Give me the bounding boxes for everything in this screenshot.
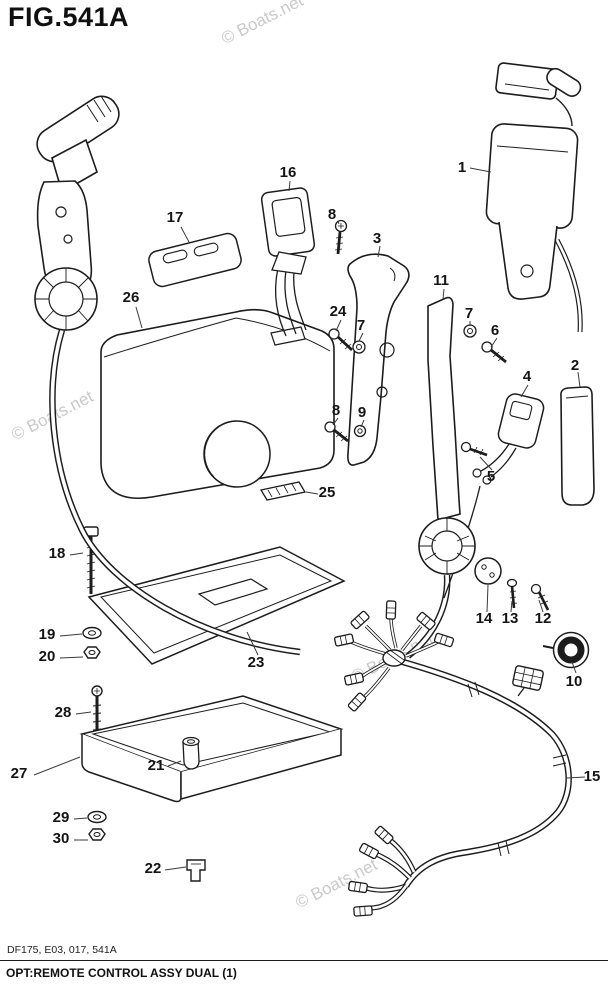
washer-7-right — [463, 324, 477, 338]
screw-5 — [460, 441, 488, 457]
part-label-7b: 7 — [465, 305, 473, 322]
washer-9 — [353, 424, 367, 438]
screw-12 — [530, 583, 550, 611]
part-label-24: 24 — [330, 303, 347, 320]
handle-grip-2 — [560, 386, 595, 506]
part-label-29: 29 — [53, 809, 70, 826]
part-label-8b: 8 — [332, 402, 340, 419]
part-label-16: 16 — [280, 164, 297, 181]
screw-8-mid — [324, 421, 349, 443]
part-label-13: 13 — [502, 610, 519, 627]
clip-25 — [259, 481, 307, 501]
washer-19 — [82, 626, 102, 640]
part-label-23: 23 — [248, 654, 265, 671]
lever-post-21 — [182, 736, 200, 770]
part-label-19: 19 — [39, 626, 56, 643]
nut-30 — [88, 828, 106, 841]
clip-22 — [186, 859, 206, 882]
screw-8-top — [334, 219, 348, 255]
round-knob-10 — [542, 631, 590, 669]
part-label-6: 6 — [491, 322, 499, 339]
switch-16-leads — [274, 267, 307, 337]
figure-caption: OPT:REMOTE CONTROL ASSY DUAL (1) — [6, 966, 237, 980]
control-cover — [100, 308, 335, 500]
part-label-11: 11 — [433, 272, 449, 289]
part-label-20: 20 — [39, 648, 56, 665]
part-label-14: 14 — [476, 610, 493, 627]
part-label-5: 5 — [487, 468, 495, 485]
part-label-15: 15 — [584, 768, 601, 785]
disc-14 — [474, 557, 502, 585]
part-label-27: 27 — [11, 765, 28, 782]
washer-29 — [87, 810, 107, 824]
screw-6 — [481, 341, 507, 364]
part-label-30: 30 — [53, 830, 70, 847]
figure-title: FIG.541A — [8, 2, 130, 32]
footer-divider — [0, 960, 608, 961]
screw-13 — [506, 578, 518, 609]
part-label-21: 21 — [148, 757, 165, 774]
part-label-26: 26 — [123, 289, 140, 306]
figure-code: DF175, E03, 017, 541A — [7, 944, 117, 956]
part-label-22: 22 — [145, 860, 162, 877]
part-label-17: 17 — [167, 209, 184, 226]
screw-24 — [328, 328, 353, 352]
washer-7-left — [352, 340, 366, 354]
control-cable-left — [49, 329, 301, 656]
part-label-7: 7 — [357, 317, 365, 334]
part-label-10: 10 — [566, 673, 583, 690]
part-label-9: 9 — [358, 404, 366, 421]
part-label-25: 25 — [319, 484, 336, 501]
nut-20 — [83, 646, 101, 659]
bracket-3 — [347, 253, 410, 466]
switch-4 — [472, 393, 545, 485]
left-remote-lever — [34, 95, 120, 331]
mounting-plate — [87, 546, 346, 665]
part-label-12: 12 — [535, 610, 552, 627]
remote-control-box-1 — [485, 62, 583, 333]
bracket-11 — [418, 296, 476, 575]
wiring-harness — [333, 485, 572, 917]
part-label-2: 2 — [571, 357, 579, 374]
part-label-3: 3 — [373, 230, 381, 247]
bracket-17 — [148, 232, 242, 288]
part-label-1: 1 — [458, 159, 466, 176]
leader-lines — [33, 167, 586, 871]
part-label-4: 4 — [523, 368, 532, 385]
lower-housing-tray — [79, 695, 344, 803]
part-label-8: 8 — [328, 206, 336, 223]
exploded-parts-drawing: 1 2 3 4 5 6 7 7 8 8 9 10 11 12 13 14 15 … — [11, 62, 601, 917]
part-label-18: 18 — [49, 545, 66, 562]
connector-block — [512, 665, 544, 691]
part-label-28: 28 — [55, 704, 72, 721]
switch-16 — [260, 187, 316, 275]
